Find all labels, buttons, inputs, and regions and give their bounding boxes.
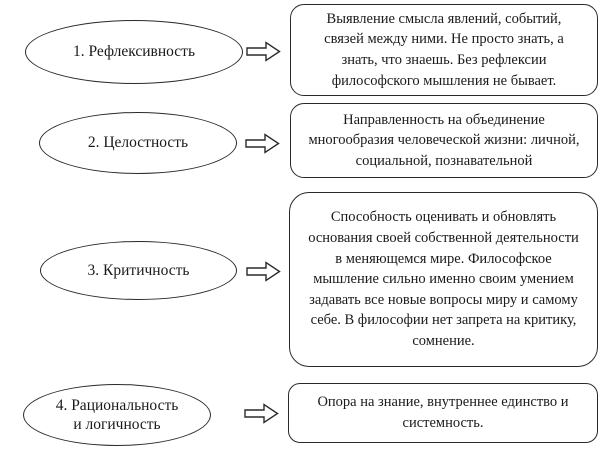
description-box-3: Способность оценивать и обновлять основа… [289, 192, 598, 367]
ellipse-2-label: 2. Целостность [87, 134, 189, 152]
right-arrow-icon [246, 41, 281, 62]
description-1-text: Выявление смысла явлений, событий, связе… [324, 10, 564, 89]
right-arrow-icon [245, 133, 280, 154]
description-2-text: Направленность на объединение многообраз… [308, 111, 580, 169]
right-arrow-icon [246, 261, 281, 282]
ellipse-1-label: 1. Рефлексивность [72, 43, 196, 61]
ellipse-2-integrity: 2. Целостность [39, 112, 237, 174]
description-4-text: Опора на знание, внутреннее единство и с… [317, 394, 569, 431]
ellipse-3-label: 3. Критичность [87, 261, 190, 279]
description-box-1: Выявление смысла явлений, событий, связе… [290, 4, 598, 96]
ellipse-4-rationality: 4. Рациональность и логичность [23, 384, 211, 446]
ellipse-4-label: 4. Рациональность и логичность [55, 396, 179, 433]
right-arrow-icon [244, 403, 279, 424]
description-box-2: Направленность на объединение многообраз… [290, 103, 598, 178]
description-3-text: Способность оценивать и обновлять основа… [308, 209, 579, 349]
ellipse-1-reflexivity: 1. Рефлексивность [25, 20, 243, 84]
description-box-4: Опора на знание, внутреннее единство и с… [288, 383, 598, 443]
ellipse-3-criticality: 3. Критичность [40, 241, 237, 300]
